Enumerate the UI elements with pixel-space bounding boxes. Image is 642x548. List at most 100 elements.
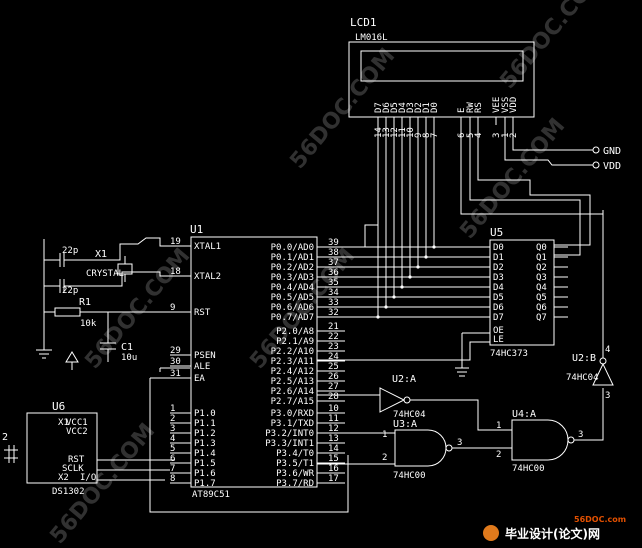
mcu-pin-name: P2.2/A10 xyxy=(271,347,314,357)
u3a-pin3: 3 xyxy=(457,438,462,448)
lcd-pin-num: 10 xyxy=(406,127,416,138)
lcd-pin-num: 2 xyxy=(509,133,519,138)
mcu-pin-name: P2.3/A11 xyxy=(271,357,314,367)
latch-d-pin: D5 xyxy=(493,293,504,303)
lcd-pin-num: 8 xyxy=(422,133,432,138)
rtc-u6: U6 DS1302 X1 VCC1 VCC2 RST SCLK X2 I/O 2 xyxy=(2,400,175,497)
mcu-pin-num: 16 xyxy=(328,464,339,474)
mcu-pin-name: P2.4/A12 xyxy=(271,367,314,377)
crystal-ref: X1 xyxy=(95,249,107,260)
latch-d-pin: D3 xyxy=(493,273,504,283)
lcd-pin-num: 7 xyxy=(430,133,440,138)
logic-gates: U2:A 74HC04 U3:A 74HC00 1 2 3 U4:A 74HC0… xyxy=(317,120,614,481)
mcu-pin-name: P3.7/RD xyxy=(276,479,314,489)
mcu-pin-num: 39 xyxy=(328,238,339,248)
mcu-pin-num: 1 xyxy=(170,404,175,414)
mcu-pin-name: P1.3 xyxy=(194,439,216,449)
lcd-pin-num: 1 xyxy=(501,133,511,138)
lcd-pin-name: D4 xyxy=(398,102,408,113)
res-body xyxy=(54,307,81,317)
lcd-pin-num: 3 xyxy=(492,133,502,138)
lcd-pin-name: D3 xyxy=(406,102,416,113)
mcu-pin-name: P1.2 xyxy=(194,429,216,439)
mcu-pin-num: 31 xyxy=(170,369,181,379)
lcd-module: LCD1 LM016L D714D613D512D411D310D29D18D0… xyxy=(348,16,535,138)
lcd-pin-name: D0 xyxy=(430,102,440,113)
u3a-part: 74HC00 xyxy=(393,471,426,481)
mcu-pin-num: 9 xyxy=(170,303,175,313)
u2a-triangle xyxy=(379,387,406,413)
lcd-pin-num: 12 xyxy=(390,127,400,138)
vdd-terminal xyxy=(592,161,600,169)
mcu-pin-num: 18 xyxy=(170,267,181,277)
rtc-pin-sclk: SCLK xyxy=(62,464,84,474)
latch-ref: U5 xyxy=(490,226,503,239)
cap1-value: 22p xyxy=(62,246,78,256)
cap2-value: 22p xyxy=(62,286,78,296)
mcu-pin-num: 37 xyxy=(328,258,339,268)
mcu-pin-name: P1.0 xyxy=(194,409,216,419)
lcd-pin-num: 13 xyxy=(382,127,392,138)
mcu-pin-num: 22 xyxy=(328,332,339,342)
lcd-pin-name: D6 xyxy=(382,102,392,113)
rtc-pin-rst: RST xyxy=(68,455,85,465)
footer-logo: 56DOC.com 毕业设计(论文)网 xyxy=(483,515,626,541)
mcu-pin-name: P3.3/INT1 xyxy=(265,439,314,449)
mcu-pin-num: 24 xyxy=(328,352,339,362)
lcd-pin-name: VDD xyxy=(509,97,519,113)
mcu-pin-num: 4 xyxy=(170,434,175,444)
mcu-pin-name: P2.6/A14 xyxy=(271,387,314,397)
u4a-pin3: 3 xyxy=(578,430,583,440)
lcd-pin-num: 11 xyxy=(398,127,408,138)
mcu-pin-num: 21 xyxy=(328,322,339,332)
mcu-pin-num: 35 xyxy=(328,278,339,288)
lcd-pin-num: 9 xyxy=(414,133,424,138)
mcu-pin-num: 12 xyxy=(328,424,339,434)
mcu-pin-name: P3.4/T0 xyxy=(276,449,314,459)
mcu-body xyxy=(190,236,318,488)
mcu-pin-num: 11 xyxy=(328,414,339,424)
mcu-pin-name: P1.4 xyxy=(194,449,216,459)
latch-q-pin: Q6 xyxy=(536,303,547,313)
mcu-pin-name: P0.3/AD3 xyxy=(271,273,314,283)
latch-q-pin: Q0 xyxy=(536,243,547,253)
u2a-part: 74HC04 xyxy=(393,410,426,420)
latch-d-pin: D4 xyxy=(493,283,504,293)
mcu-pin-num: 8 xyxy=(170,474,175,484)
mcu-pin-num: 3 xyxy=(170,424,175,434)
u2b-part: 74HC04 xyxy=(566,373,599,383)
lcd-pin-name: VSS xyxy=(501,97,511,113)
mcu-pin-name: RST xyxy=(194,308,211,318)
u2a-ref: U2:A xyxy=(392,374,416,385)
rtc-pin-vcc1: VCC1 xyxy=(66,418,88,428)
lcd-pin-name: D2 xyxy=(414,102,424,113)
res-value: 10k xyxy=(80,319,97,329)
mcu-pin-num: 27 xyxy=(328,382,339,392)
mcu-pin-name: P0.5/AD5 xyxy=(271,293,314,303)
latch-body xyxy=(489,239,555,346)
oscillator-reset: 22p 22p X1 CRYSTAL R1 10k C1 10u xyxy=(36,237,349,513)
lcd-pin-name: RS xyxy=(474,102,484,113)
latch-d-pin: D0 xyxy=(493,243,504,253)
latch-q-pin: Q1 xyxy=(536,253,547,263)
lcd-ref: LCD1 xyxy=(350,16,377,29)
mcu-pin-name: PSEN xyxy=(194,351,216,361)
latch-le: LE xyxy=(493,335,504,345)
mcu-pin-name: P0.4/AD4 xyxy=(271,283,314,293)
latch-d-pin: D2 xyxy=(493,263,504,273)
mcu-pin-name: P3.6/WR xyxy=(276,469,315,479)
mcu-u1: U1 AT89C51 XTAL119XTAL218RST9PSEN29ALE30… xyxy=(170,223,345,500)
latch-oe: OE xyxy=(493,326,504,336)
bus-wires xyxy=(345,125,470,319)
rtc-part: DS1302 xyxy=(52,487,85,497)
u4a-part: 74HC00 xyxy=(512,464,545,474)
u4a-ref: U4:A xyxy=(512,409,536,420)
lcd-pin-num: 14 xyxy=(374,127,384,138)
mcu-pin-num: 2 xyxy=(170,414,175,424)
lcd-pin-name: RW xyxy=(466,102,476,113)
mcu-pin-num: 33 xyxy=(328,298,339,308)
latch-q-pin: Q3 xyxy=(536,273,547,283)
lcd-body xyxy=(348,41,535,118)
lcd-pin-num: 6 xyxy=(457,133,467,138)
